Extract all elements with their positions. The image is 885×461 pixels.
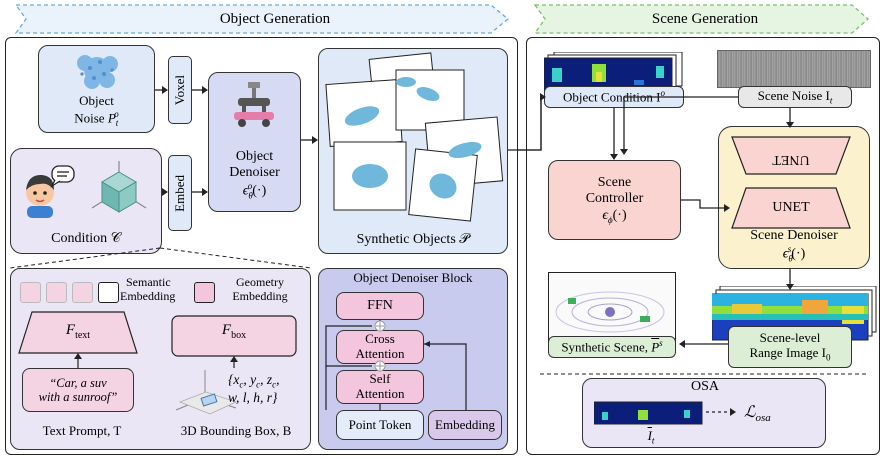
scene-noise-box: Scene Noise It bbox=[738, 86, 852, 108]
osa-image-label: It bbox=[647, 428, 655, 446]
scene-denoiser-formula: ϵθs(·) bbox=[782, 244, 806, 264]
self-attention-line1: Self bbox=[369, 371, 391, 387]
synthetic-scene-label: Synthetic Scene, Ps bbox=[561, 338, 663, 355]
embed-box: Embed bbox=[168, 155, 192, 231]
osa-image bbox=[594, 401, 703, 425]
semantic-token-3 bbox=[72, 282, 93, 303]
header-object-generation: Object Generation bbox=[219, 10, 331, 27]
synthetic-scene-image bbox=[548, 272, 676, 342]
cube-icon bbox=[91, 161, 147, 213]
scene-controller-line2: Controller bbox=[585, 191, 644, 207]
embedding-box: Embedding bbox=[428, 410, 502, 440]
semantic-token-2 bbox=[46, 282, 67, 303]
semantic-token-legend bbox=[98, 282, 119, 303]
osa-loss: ℒosa bbox=[744, 404, 771, 425]
self-attention-line2: Attention bbox=[355, 386, 405, 401]
cross-attention-line2: Attention bbox=[355, 346, 405, 361]
object-noise-label-line2: Noise Pto bbox=[74, 108, 119, 128]
header-arrows bbox=[14, 4, 869, 34]
scene-noise-image bbox=[717, 50, 871, 88]
bbox-params-line2: w, l, h, r} bbox=[228, 390, 278, 406]
text-prompt-label: Text Prompt, T bbox=[42, 423, 122, 438]
cross-attention-line1: Cross bbox=[365, 331, 395, 347]
range-image-line1: Scene-level bbox=[759, 330, 821, 346]
osa-title: OSA bbox=[690, 379, 719, 394]
osa-dashed-arrow bbox=[706, 408, 736, 416]
point-token-label: Point Token bbox=[348, 416, 412, 432]
object-denoiser-formula: ϵθo(·) bbox=[242, 181, 267, 201]
header-scene-generation: Scene Generation bbox=[651, 10, 759, 27]
object-condition-image bbox=[544, 52, 683, 93]
object-noise-label-line1: Object bbox=[79, 92, 114, 108]
point-token-box: Point Token bbox=[336, 410, 424, 440]
text-prompt-box: “Car, a suv with a sunroof” bbox=[22, 368, 134, 412]
f-text-label: Ftext bbox=[65, 322, 91, 341]
block-title: Object Denoiser Block bbox=[353, 270, 473, 285]
synthetic-object-cards bbox=[325, 52, 504, 222]
prompt-line1: “Car, a suv bbox=[49, 375, 107, 390]
semantic-embedding-line2: Embedding bbox=[120, 288, 176, 303]
bbox-label: 3D Bounding Box, B bbox=[180, 423, 292, 438]
voxel-box: Voxel bbox=[168, 56, 192, 124]
robot-arm-icon bbox=[234, 82, 274, 127]
object-denoiser-line2: Denoiser bbox=[229, 165, 280, 181]
scene-controller-box: Scene Controller ϵϕ(·) bbox=[548, 160, 681, 240]
scene-controller-formula: ϵϕ(·) bbox=[602, 207, 627, 225]
range-image-line2: Range Image I0 bbox=[749, 345, 831, 363]
ffn-label: FFN bbox=[367, 297, 393, 313]
person-icon bbox=[26, 165, 75, 218]
unet-label: UNET bbox=[772, 200, 810, 215]
geometry-embedding-line2: Embedding bbox=[232, 288, 288, 303]
object-denoiser-line1: Object bbox=[235, 149, 274, 165]
point-cloud-blob bbox=[77, 55, 118, 89]
synthetic-objects-label: Synthetic Objects 𝒫 bbox=[356, 231, 470, 247]
scene-denoiser-label: Scene Denoiser bbox=[750, 228, 838, 244]
prompt-line2: with a sunroof” bbox=[38, 390, 118, 404]
semantic-embedding-line1: Semantic bbox=[126, 275, 171, 289]
scene-controller-line1: Scene bbox=[597, 175, 632, 191]
semantic-token-1 bbox=[20, 282, 41, 303]
embedding-label: Embedding bbox=[435, 416, 495, 432]
geometry-token-legend bbox=[194, 282, 215, 303]
object-condition-label: Object Condition Io bbox=[563, 88, 665, 105]
bbox-params: {xc, yc, zc, w, l, h, r} bbox=[228, 372, 312, 407]
semantic-embedding-label: Semantic Embedding bbox=[120, 275, 204, 304]
scene-noise-label: Scene Noise It bbox=[757, 87, 833, 106]
synthetic-scene-points bbox=[555, 291, 665, 333]
synthetic-scene-box: Synthetic Scene, Ps bbox=[548, 336, 676, 358]
range-image-box: Scene-level Range Image I0 bbox=[728, 326, 852, 368]
geometry-embedding-line1: Geometry bbox=[236, 275, 284, 289]
ffn-box: FFN bbox=[336, 292, 424, 320]
condition-label: Condition 𝒞 bbox=[51, 230, 121, 246]
f-box-label: Fbox bbox=[221, 322, 247, 341]
geometry-embedding-label: Geometry Embedding bbox=[220, 275, 300, 304]
